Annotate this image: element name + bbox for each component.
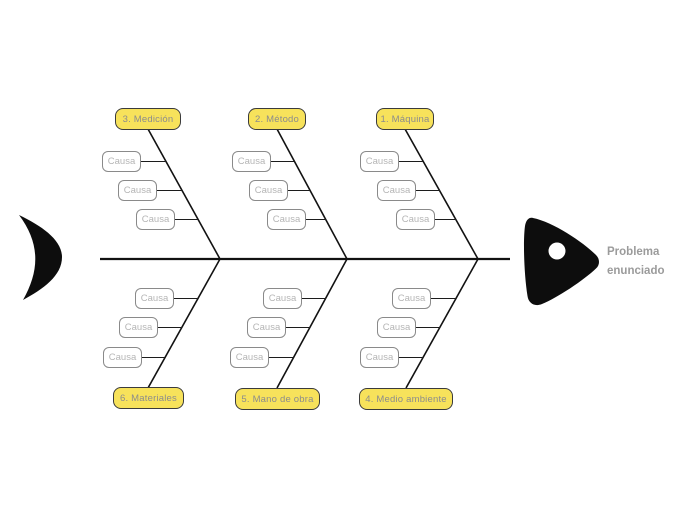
- category-node-mano-de-obra[interactable]: 5. Mano de obra: [235, 388, 320, 410]
- problem-statement-label[interactable]: Problema enunciado: [607, 246, 665, 277]
- cause-node[interactable]: Causa: [396, 209, 435, 230]
- cause-node[interactable]: Causa: [135, 288, 174, 309]
- fish-eye-icon: [548, 242, 566, 260]
- cause-node[interactable]: Causa: [377, 317, 416, 338]
- cause-node[interactable]: Causa: [263, 288, 302, 309]
- cause-node[interactable]: Causa: [118, 180, 157, 201]
- bone-line-maquina: [404, 128, 479, 260]
- category-node-maquina[interactable]: 1. Máquina: [376, 108, 434, 130]
- fish-head-shape: [523, 217, 599, 306]
- cause-node[interactable]: Causa: [136, 209, 175, 230]
- category-node-materiales[interactable]: 6. Materiales: [113, 387, 184, 409]
- fish-tail-shape: [19, 215, 62, 300]
- cause-node[interactable]: Causa: [232, 151, 271, 172]
- cause-node[interactable]: Causa: [377, 180, 416, 201]
- bone-line-medicion: [147, 128, 221, 260]
- cause-node[interactable]: Causa: [247, 317, 286, 338]
- category-node-medio-ambiente[interactable]: 4. Medio ambiente: [359, 388, 453, 410]
- cause-node[interactable]: Causa: [230, 347, 269, 368]
- category-node-medicion[interactable]: 3. Medición: [115, 108, 181, 130]
- cause-node[interactable]: Causa: [267, 209, 306, 230]
- bone-line-metodo: [276, 128, 348, 260]
- bone-line-materiales: [147, 258, 221, 389]
- bone-line-mano-de-obra: [276, 258, 348, 389]
- cause-node[interactable]: Causa: [119, 317, 158, 338]
- cause-node[interactable]: Causa: [360, 151, 399, 172]
- bone-line-medio-ambiente: [405, 258, 479, 389]
- cause-node[interactable]: Causa: [392, 288, 431, 309]
- cause-node[interactable]: Causa: [249, 180, 288, 201]
- cause-node[interactable]: Causa: [360, 347, 399, 368]
- category-node-metodo[interactable]: 2. Método: [248, 108, 306, 130]
- cause-node[interactable]: Causa: [102, 151, 141, 172]
- cause-node[interactable]: Causa: [103, 347, 142, 368]
